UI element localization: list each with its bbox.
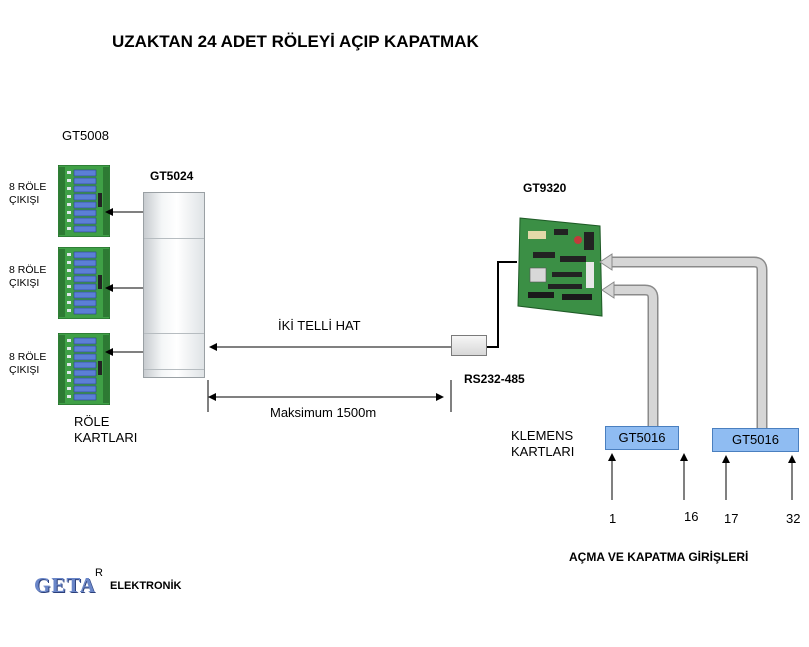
input-range-start-2: 17 bbox=[724, 511, 739, 526]
input-range-end-2: 32 bbox=[786, 511, 801, 526]
relay-output-label-2-line1: 8 RÖLE bbox=[9, 264, 47, 276]
relay-output-label-1: 8 RÖLE ÇIKIŞI bbox=[9, 181, 46, 207]
relay-output-label-1-line1: 8 RÖLE bbox=[9, 181, 47, 193]
input-range-end-1: 16 bbox=[684, 509, 699, 524]
input-range-start-1: 1 bbox=[609, 511, 617, 526]
terminal-cards-caption-line1: KLEMENS bbox=[511, 428, 574, 443]
relay-cards-caption-line2: KARTLARI bbox=[74, 430, 138, 445]
converter-cable bbox=[487, 261, 517, 348]
controller-board bbox=[517, 217, 603, 317]
converter-device bbox=[451, 335, 487, 356]
relay-cards-caption-line1: RÖLE bbox=[74, 414, 110, 429]
relay-output-label-2: 8 RÖLE ÇIKIŞI bbox=[9, 264, 46, 290]
two-wire-line-label: İKİ TELLİ HAT bbox=[278, 318, 361, 333]
relay-cards-caption: RÖLE KARTLARI bbox=[74, 414, 137, 446]
relay-output-label-3-line1: 8 RÖLE bbox=[9, 351, 47, 363]
brand-logo: GETA bbox=[34, 573, 96, 597]
converter-model-label: RS232-485 bbox=[464, 372, 525, 386]
relay-model-label: GT5008 bbox=[62, 128, 109, 143]
terminal-cards-caption: KLEMENS KARTLARI bbox=[511, 428, 574, 460]
terminal-card-2: GT5016 bbox=[712, 428, 799, 452]
controller-model-label: GT9320 bbox=[523, 181, 567, 195]
hub-model-label: GT5024 bbox=[150, 169, 194, 183]
terminal-cards-caption-line2: KARTLARI bbox=[511, 444, 575, 459]
hub-device bbox=[143, 192, 205, 378]
relay-output-label-1-line2: ÇIKIŞI bbox=[9, 194, 40, 206]
registered-mark: R bbox=[95, 567, 103, 579]
inputs-caption: AÇMA VE KAPATMA GİRİŞLERİ bbox=[569, 550, 749, 564]
relay-output-label-3: 8 RÖLE ÇIKIŞI bbox=[9, 351, 46, 377]
relay-output-label-2-line2: ÇIKIŞI bbox=[9, 277, 40, 289]
relay-output-label-3-line2: ÇIKIŞI bbox=[9, 364, 40, 376]
max-distance-label: Maksimum 1500m bbox=[270, 405, 377, 420]
pipe-card2 bbox=[599, 253, 768, 428]
terminal-card-1: GT5016 bbox=[605, 426, 679, 450]
diagram-title: UZAKTAN 24 ADET RÖLEYİ AÇIP KAPATMAK bbox=[112, 32, 479, 51]
pipe-card1 bbox=[601, 281, 659, 426]
brand-subtitle: ELEKTRONİK bbox=[110, 580, 182, 592]
